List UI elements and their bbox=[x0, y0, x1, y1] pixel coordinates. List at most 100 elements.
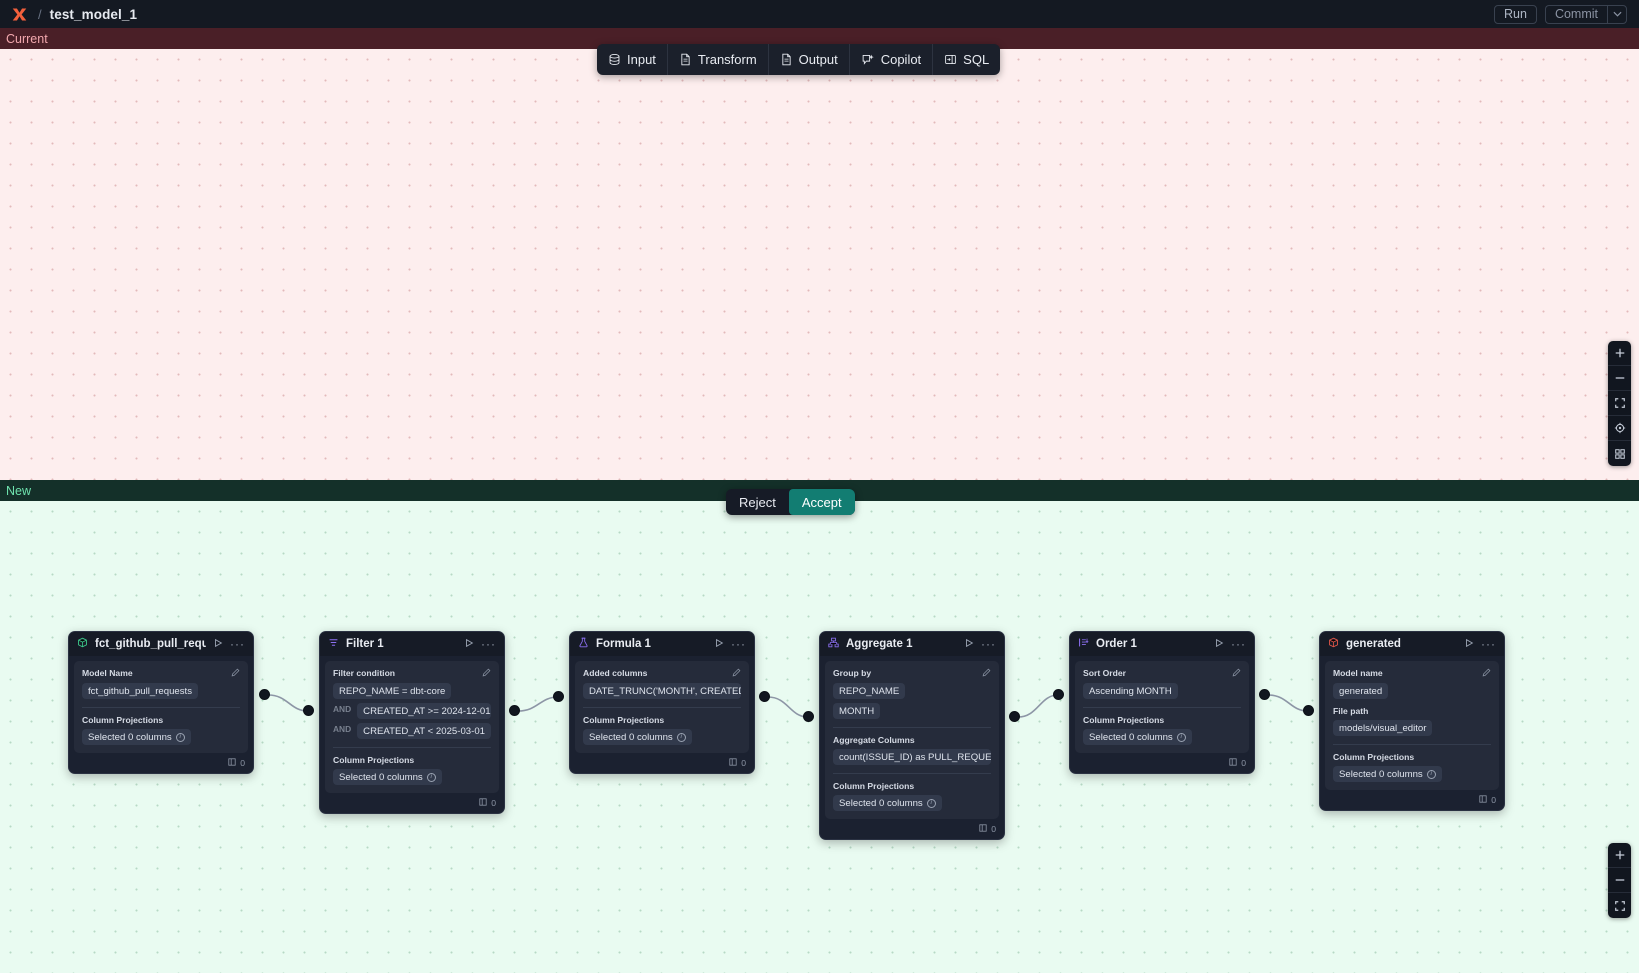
zoom-out-icon[interactable] bbox=[1608, 868, 1631, 893]
edge-port[interactable] bbox=[803, 711, 814, 722]
page-title: test_model_1 bbox=[49, 6, 138, 22]
run-node-icon[interactable] bbox=[1464, 638, 1474, 651]
node-menu-icon[interactable]: ··· bbox=[230, 637, 245, 651]
info-icon[interactable]: i bbox=[1426, 769, 1436, 779]
edit-pencil-icon[interactable] bbox=[732, 668, 741, 679]
run-node-icon[interactable] bbox=[714, 638, 724, 651]
field-row: Column Projections bbox=[1333, 752, 1491, 762]
zoom-in-icon[interactable] bbox=[1608, 341, 1631, 366]
commit-button-group[interactable]: Commit bbox=[1544, 4, 1627, 24]
condition-chip[interactable]: REPO_NAME = dbt-core bbox=[333, 683, 452, 699]
edge-port[interactable] bbox=[759, 691, 770, 702]
node-card[interactable]: Aggregate 1 ··· Group by REPO_NAME MONTH… bbox=[819, 631, 1005, 840]
toolbar-item-input[interactable]: Input bbox=[597, 44, 668, 75]
zoom-out-icon[interactable] bbox=[1608, 366, 1631, 391]
field-label: File path bbox=[1333, 706, 1369, 716]
toolbar-item-copilot[interactable]: Copilot bbox=[850, 44, 934, 75]
field-label: Filter condition bbox=[333, 668, 396, 678]
edge-port[interactable] bbox=[509, 705, 520, 716]
node-menu-icon[interactable]: ··· bbox=[1481, 637, 1496, 651]
info-icon[interactable]: i bbox=[676, 732, 686, 742]
node-row-count: 0 bbox=[240, 758, 245, 768]
node-footer: 0 bbox=[570, 758, 754, 773]
filter-purple-icon bbox=[328, 635, 339, 653]
x-logo-icon[interactable] bbox=[8, 3, 30, 25]
node-body: Filter condition REPO_NAME = dbt-core AN… bbox=[325, 661, 499, 793]
columns-icon bbox=[1479, 795, 1487, 805]
fit-view-icon[interactable] bbox=[1608, 391, 1631, 416]
node-card[interactable]: Filter 1 ··· Filter condition REPO_NAME … bbox=[319, 631, 505, 814]
condition-operator: AND bbox=[333, 704, 352, 714]
condition-operator: AND bbox=[333, 724, 352, 734]
edge-port[interactable] bbox=[1259, 689, 1270, 700]
value-chip[interactable]: Ascending MONTH bbox=[1083, 683, 1178, 699]
info-icon[interactable]: i bbox=[426, 772, 436, 782]
database-icon bbox=[608, 53, 621, 66]
edit-pencil-icon[interactable] bbox=[982, 668, 991, 679]
info-icon[interactable]: i bbox=[926, 798, 936, 808]
node-card[interactable]: Order 1 ··· Sort Order Ascending MONTH C… bbox=[1069, 631, 1255, 774]
node-card[interactable]: Formula 1 ··· Added columns DATE_TRUNC('… bbox=[569, 631, 755, 774]
group-by-chip[interactable]: REPO_NAME bbox=[833, 683, 906, 699]
node-menu-icon[interactable]: ··· bbox=[481, 637, 496, 651]
node-body: Sort Order Ascending MONTH Column Projec… bbox=[1075, 661, 1249, 753]
edit-pencil-icon[interactable] bbox=[1482, 668, 1491, 679]
value-chip[interactable]: count(ISSUE_ID) as PULL_REQUEST_... bbox=[833, 749, 991, 765]
edit-pencil-icon[interactable] bbox=[231, 668, 240, 679]
divider bbox=[1083, 707, 1241, 708]
run-button[interactable]: Run bbox=[1494, 4, 1537, 24]
zoom-in-icon[interactable] bbox=[1608, 843, 1631, 868]
node-menu-icon[interactable]: ··· bbox=[1231, 637, 1246, 651]
run-node-icon[interactable] bbox=[964, 638, 974, 651]
run-node-icon[interactable] bbox=[1214, 638, 1224, 651]
info-icon[interactable]: i bbox=[175, 732, 185, 742]
columns-icon bbox=[729, 758, 737, 768]
toolbar-item-output[interactable]: Output bbox=[769, 44, 850, 75]
value-chip[interactable]: models/visual_editor bbox=[1333, 720, 1433, 736]
value-chip[interactable]: Selected 0 columns i bbox=[1083, 729, 1192, 745]
accept-button[interactable]: Accept bbox=[788, 489, 855, 515]
value-chip[interactable]: DATE_TRUNC('MONTH', CREATED_AT... bbox=[583, 683, 741, 699]
edit-pencil-icon[interactable] bbox=[1232, 668, 1241, 679]
node-menu-icon[interactable]: ··· bbox=[981, 637, 996, 651]
edge-port[interactable] bbox=[1009, 711, 1020, 722]
chip-text: Selected 0 columns bbox=[88, 731, 172, 743]
center-icon[interactable] bbox=[1608, 416, 1631, 441]
reject-button[interactable]: Reject bbox=[739, 494, 776, 510]
value-chip[interactable]: Selected 0 columns i bbox=[1333, 766, 1442, 782]
toolbar-item-sql[interactable]: SQL bbox=[933, 44, 1000, 75]
edge-port[interactable] bbox=[1053, 689, 1064, 700]
value-chip[interactable]: fct_github_pull_requests bbox=[82, 683, 199, 699]
current-pane-label: Current bbox=[0, 28, 1639, 49]
current-version-canvas[interactable] bbox=[0, 28, 1639, 480]
node-menu-icon[interactable]: ··· bbox=[731, 637, 746, 651]
edge-port[interactable] bbox=[553, 691, 564, 702]
edge-port[interactable] bbox=[259, 689, 270, 700]
group-by-chip[interactable]: MONTH bbox=[833, 703, 881, 719]
value-chip[interactable]: Selected 0 columns i bbox=[333, 769, 442, 785]
value-chip[interactable]: Selected 0 columns i bbox=[583, 729, 692, 745]
info-icon[interactable]: i bbox=[1176, 732, 1186, 742]
run-node-icon[interactable] bbox=[213, 638, 223, 651]
edge-port[interactable] bbox=[1303, 705, 1314, 716]
run-node-icon[interactable] bbox=[464, 638, 474, 651]
edge-port[interactable] bbox=[303, 705, 314, 716]
node-card[interactable]: fct_github_pull_requests ··· Model Name … bbox=[68, 631, 254, 774]
fit-view-icon[interactable] bbox=[1608, 893, 1631, 918]
sort-purple-icon bbox=[1078, 635, 1089, 653]
toolbar-item-transform[interactable]: Transform bbox=[668, 44, 769, 75]
condition-chip[interactable]: CREATED_AT < 2025-03-01 bbox=[357, 723, 491, 739]
cube-red-icon bbox=[1328, 635, 1339, 653]
condition-chip[interactable]: CREATED_AT >= 2024-12-01 bbox=[357, 703, 491, 719]
canvas-zoom-controls-current bbox=[1608, 341, 1631, 466]
value-chip[interactable]: Selected 0 columns i bbox=[82, 729, 191, 745]
edit-pencil-icon[interactable] bbox=[482, 668, 491, 679]
field-label: Added columns bbox=[583, 668, 648, 678]
chevron-down-icon[interactable] bbox=[1607, 4, 1627, 24]
grid-icon[interactable] bbox=[1608, 441, 1631, 466]
chip-text: Selected 0 columns bbox=[1339, 768, 1423, 780]
value-chip[interactable]: generated bbox=[1333, 683, 1389, 699]
commit-button[interactable]: Commit bbox=[1544, 4, 1607, 24]
node-card[interactable]: generated ··· Model name generated File … bbox=[1319, 631, 1505, 811]
value-chip[interactable]: Selected 0 columns i bbox=[833, 795, 942, 811]
